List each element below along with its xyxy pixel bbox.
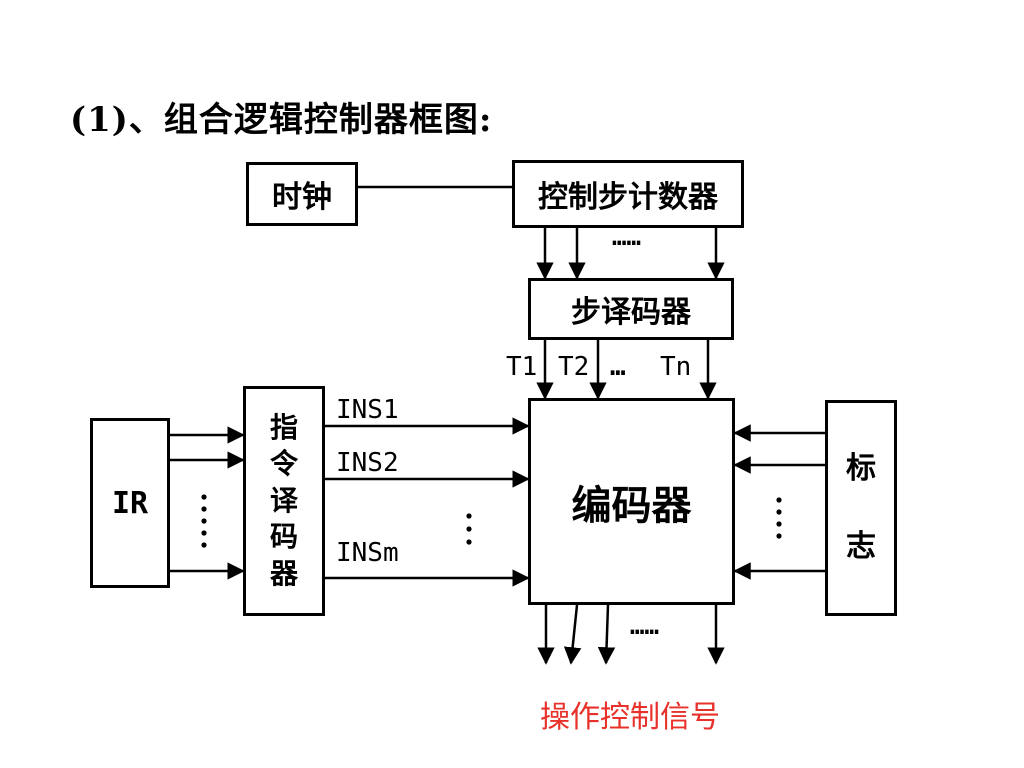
page-title: (1)、组合逻辑控制器框图:: [70, 100, 493, 140]
instr-decoder-char: 译: [269, 483, 298, 517]
clock-label: 时钟: [272, 180, 332, 215]
instruction-decoder-block: 指 令 译 码 器: [243, 386, 325, 616]
counter-ellipsis-label: ……: [612, 223, 641, 251]
output-ellipsis-label: ……: [630, 612, 659, 640]
ir-label: IR: [111, 485, 149, 521]
ins1-label: INS1: [336, 395, 399, 425]
instr-decoder-char: 器: [269, 556, 298, 590]
t2-label: T2: [558, 352, 590, 382]
step-decoder-block: 步译码器: [528, 278, 734, 340]
step-decoder-label: 步译码器: [571, 295, 691, 330]
flags-char: 标: [846, 451, 876, 486]
encoder-label: 编码器: [571, 483, 692, 529]
instr-decoder-char: 指: [269, 411, 298, 445]
instr-decoder-char: 令: [269, 447, 298, 481]
t1-label: T1: [506, 352, 538, 382]
ins2-label: INS2: [336, 448, 399, 478]
flags-block: 标 志: [825, 400, 897, 616]
encoder-block: 编码器: [528, 398, 735, 605]
instr-decoder-char: 码: [269, 520, 298, 554]
step-counter-label: 控制步计数器: [538, 180, 718, 215]
t-ellipsis-label: …: [610, 352, 626, 382]
output-signal-label: 操作控制信号: [540, 700, 720, 735]
vertical-ellipsis-marks: [201, 494, 782, 548]
step-counter-block: 控制步计数器: [512, 160, 744, 228]
flags-char: 志: [846, 529, 876, 564]
output-arrow-2: [563, 604, 582, 665]
ir-block: IR: [90, 418, 170, 588]
output-arrow-3: [597, 604, 616, 665]
clock-block: 时钟: [246, 162, 358, 226]
tn-label: Tn: [660, 352, 692, 382]
insm-label: INSm: [336, 538, 399, 568]
